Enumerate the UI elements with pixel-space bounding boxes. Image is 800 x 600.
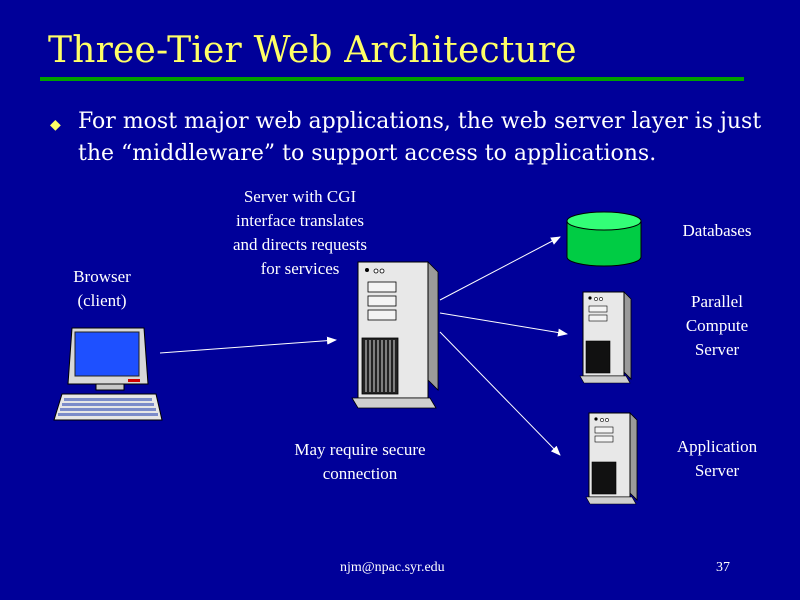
database-icon [566, 211, 642, 267]
server-to-database-arrow [439, 236, 561, 301]
application-server-label: Application Server [676, 437, 758, 480]
browser-label: Browser (client) [73, 267, 131, 310]
slide-title: Three-Tier Web Architecture [48, 30, 577, 71]
computer-icon [53, 327, 163, 421]
page-number: 37 [716, 560, 730, 575]
server-to-compute-arrow [439, 312, 568, 337]
compute-server-icon [579, 291, 632, 384]
server-to-appserver-arrow [439, 331, 561, 456]
bullet-icon: ◆ [50, 117, 61, 133]
application-server-icon [585, 412, 638, 505]
compute-server-label: Parallel Compute Server [685, 292, 749, 359]
browser-to-server-arrow [159, 336, 337, 354]
bullet-text: For most major web applications, the web… [78, 109, 762, 166]
footer-email: njm@npac.syr.edu [340, 560, 445, 575]
web-server-tower-icon [351, 261, 439, 409]
secure-connection-note: May require secure connection [294, 440, 426, 483]
server-label: Server with CGI interface translates and… [232, 187, 368, 278]
title-underline [40, 77, 744, 81]
databases-label: Databases [682, 221, 752, 240]
